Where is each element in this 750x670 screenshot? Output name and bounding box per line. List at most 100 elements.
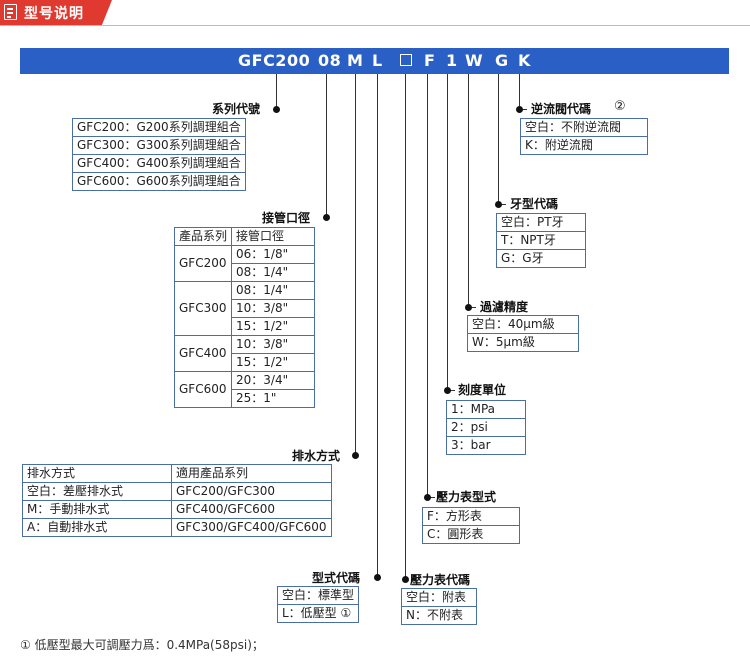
table-row: 空白：PT牙 <box>496 213 586 232</box>
port-label: 接管口徑 <box>262 211 311 225</box>
table-cell: 空白：40μm級 <box>467 315 579 334</box>
connector-gauge-type-h <box>427 497 435 498</box>
code-thread: G <box>495 51 509 70</box>
table-row: 空白：40μm級 <box>467 315 579 334</box>
table-cell: GFC200 <box>173 245 233 282</box>
table-cell: GFC400/GFC600 <box>171 500 332 519</box>
code-check: K <box>518 51 531 70</box>
table-row: 空白：不附逆流閥 <box>520 118 648 137</box>
table-cell: GFC400 <box>173 335 233 372</box>
table-cell: 空白：附表 <box>401 588 477 607</box>
table-row: A：自動排水式 GFC300/GFC400/GFC600 <box>22 518 332 537</box>
table-cell: 2：psi <box>446 418 526 437</box>
table-cell: 1：MPa <box>446 400 526 419</box>
table-row: C：圓形表 <box>422 525 520 544</box>
table-cell: GFC300：G300系列調理組合 <box>72 136 246 155</box>
scale-label: 刻度單位 <box>458 383 507 397</box>
table-cell: C：圓形表 <box>422 525 520 544</box>
table-row: GFC300 08：1/4" <box>173 281 316 336</box>
table-cell: 空白：差壓排水式 <box>22 482 172 501</box>
connector-scale <box>447 74 448 390</box>
gauge-type-label: 壓力表型式 <box>436 490 497 504</box>
table-row: N：不附表 <box>401 606 477 625</box>
table-cell: GFC600：G600系列調理組合 <box>72 172 246 191</box>
code-scale: 1 <box>446 51 458 70</box>
gauge-code-label: 壓力表代碼 <box>410 573 471 587</box>
table-cell: GFC300/GFC400/GFC600 <box>171 518 332 537</box>
table-cell: G：G牙 <box>496 249 586 268</box>
table-row: 排水方式 適用產品系列 <box>22 464 332 483</box>
table-cell: 10：3/8" <box>231 299 316 318</box>
type-label: 型式代碼 <box>312 571 361 585</box>
connector-type <box>377 74 378 578</box>
connector-scale-h <box>447 390 455 391</box>
table-cell: F：方形表 <box>422 507 520 526</box>
drain-label: 排水方式 <box>292 449 341 463</box>
connector-thread <box>498 74 499 204</box>
table-row: 1：MPa <box>446 400 526 419</box>
table-cell: 25：1" <box>231 389 316 408</box>
connector-gauge-code <box>405 74 406 580</box>
table-row: GFC400：G400系列調理組合 <box>72 154 246 173</box>
table-row: 空白：標準型 <box>276 586 360 605</box>
code-series: GFC200 <box>238 51 311 70</box>
table-header: 適用產品系列 <box>171 464 332 483</box>
table-cell: K：附逆流閥 <box>520 136 648 155</box>
scale-table: 1：MPa 2：psi 3：bar <box>446 400 526 455</box>
table-cell: A：自動排水式 <box>22 518 172 537</box>
table-cell: GFC600 <box>173 371 233 408</box>
code-gauge-box <box>400 54 412 66</box>
dot-check <box>516 106 523 113</box>
thread-table: 空白：PT牙 T：NPT牙 G：G牙 <box>496 213 586 268</box>
dot-gauge-code <box>402 576 409 583</box>
connector-gauge-type <box>427 74 428 497</box>
dot-thread <box>495 201 502 208</box>
table-header: 產品系列 <box>173 227 233 246</box>
document-icon <box>4 4 17 20</box>
table-row: GFC200：G200系列調理組合 <box>72 118 246 137</box>
connector-check <box>519 74 520 109</box>
dot-filter <box>465 304 472 311</box>
drain-table: 排水方式 適用產品系列 空白：差壓排水式 GFC200/GFC300 M：手動排… <box>22 464 332 537</box>
table-row: GFC300：G300系列調理組合 <box>72 136 246 155</box>
table-cell: 10：3/8" <box>231 335 316 354</box>
table-cell: L：低壓型 ① <box>276 604 360 623</box>
table-row: 2：psi <box>446 418 526 437</box>
table-row: T：NPT牙 <box>496 231 586 250</box>
check-label: 逆流閥代碼 <box>531 102 592 116</box>
model-code-bar <box>20 48 729 74</box>
table-cell: 空白：PT牙 <box>496 213 586 232</box>
series-label: 系列代號 <box>212 102 261 116</box>
table-cell: T：NPT牙 <box>496 231 586 250</box>
connector-drain <box>355 74 356 456</box>
dot-drain <box>352 452 359 459</box>
gauge-type-table: F：方形表 C：圓形表 <box>422 507 520 544</box>
code-type: L <box>372 51 383 70</box>
table-cell: 08：1/4" <box>231 263 316 282</box>
table-cell: N：不附表 <box>401 606 477 625</box>
code-drain: M <box>347 51 364 70</box>
connector-thread-h <box>498 204 506 205</box>
table-cell: 20：3/4" <box>231 371 316 390</box>
series-table: GFC200：G200系列調理組合 GFC300：G300系列調理組合 GFC4… <box>72 118 246 191</box>
table-cell: GFC400：G400系列調理組合 <box>72 154 246 173</box>
table-row: L：低壓型 ① <box>276 604 360 623</box>
table-row: 3：bar <box>446 436 526 455</box>
connector-series <box>276 74 277 110</box>
table-row: K：附逆流閥 <box>520 136 648 155</box>
table-row: GFC600 20：3/4" <box>173 371 316 408</box>
dot-port <box>323 214 330 221</box>
connector-filter-h <box>468 307 476 308</box>
table-row: GFC200 06：1/8" <box>173 245 316 282</box>
table-row: 空白：附表 <box>401 588 477 607</box>
table-row: 25：1" <box>175 389 316 408</box>
table-row: W：5μm級 <box>467 333 579 352</box>
thread-label: 牙型代碼 <box>510 197 559 211</box>
filter-label: 過濾精度 <box>480 300 529 314</box>
type-table: 空白：標準型 L：低壓型 ① <box>276 586 360 623</box>
table-row: F：方形表 <box>422 507 520 526</box>
table-cell: W：5μm級 <box>467 333 579 352</box>
table-cell: 3：bar <box>446 436 526 455</box>
table-cell: 08：1/4" <box>231 281 316 300</box>
table-cell: GFC200：G200系列調理組合 <box>72 118 246 137</box>
